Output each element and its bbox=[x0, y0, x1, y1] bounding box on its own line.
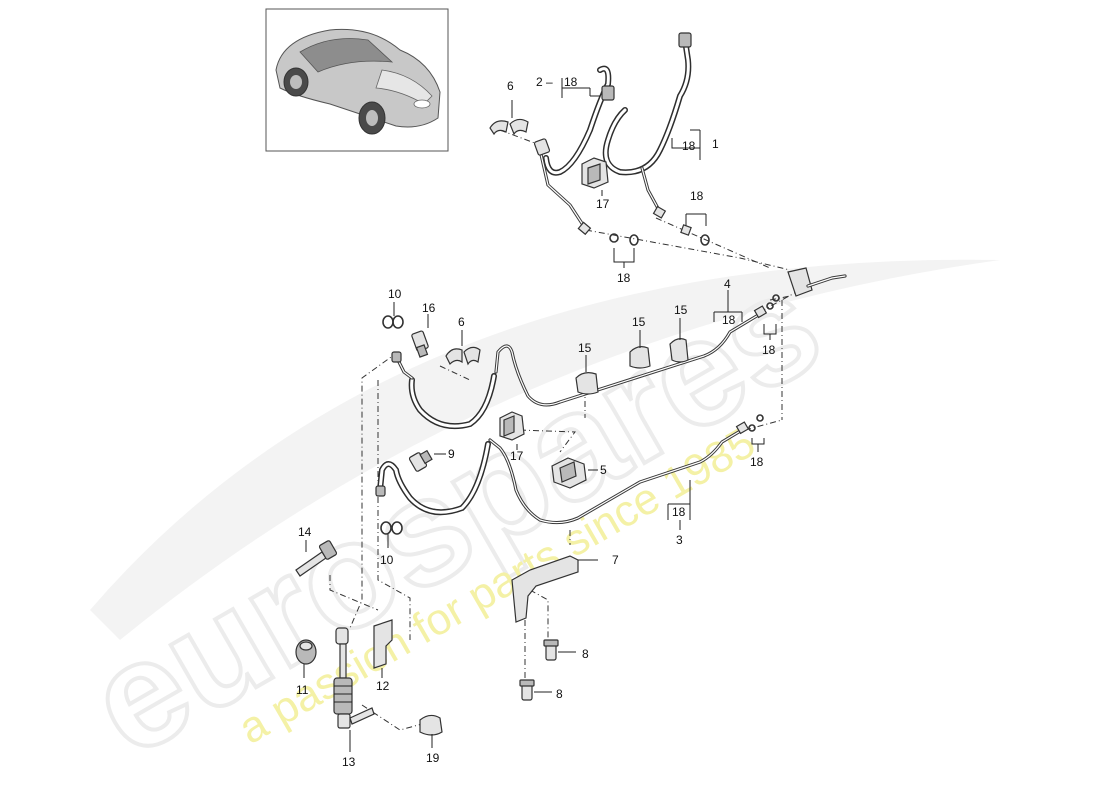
bushing-19 bbox=[419, 714, 443, 736]
sealing-rings-10 bbox=[380, 315, 404, 535]
callout-11: 11 bbox=[296, 683, 309, 697]
callout-15-b: 15 bbox=[632, 315, 646, 329]
callout-2-dash: – bbox=[546, 75, 553, 89]
hose-clip-6-top bbox=[489, 118, 529, 136]
bracket-7 bbox=[511, 555, 579, 623]
callout-15-a: 15 bbox=[578, 341, 592, 355]
callout-13: 13 bbox=[342, 755, 356, 769]
bushing-11 bbox=[295, 639, 317, 665]
brake-hose-assembly-1 bbox=[602, 32, 692, 219]
holder-5 bbox=[551, 457, 587, 489]
distributor-block bbox=[766, 267, 847, 310]
callout-18-right: 18 bbox=[762, 343, 776, 357]
callout-8-upper: 8 bbox=[582, 647, 589, 661]
callout-14: 14 bbox=[298, 525, 312, 539]
callout-6-mid: 6 bbox=[458, 315, 465, 329]
callout-18-ringsB: 18 bbox=[617, 271, 631, 285]
grommets-15 bbox=[575, 338, 689, 395]
callout-10-top: 10 bbox=[388, 287, 402, 301]
banjo-bolt-16 bbox=[411, 330, 429, 358]
callout-17-top: 17 bbox=[596, 197, 610, 211]
banjo-bolt-9 bbox=[408, 449, 433, 472]
bracket-17-top bbox=[581, 157, 609, 189]
bracket-17-mid bbox=[499, 411, 525, 441]
car-coupe-icon bbox=[275, 28, 441, 135]
callout-3: 3 bbox=[676, 533, 683, 547]
bracket-12 bbox=[373, 619, 393, 669]
hose-clip-6-mid bbox=[445, 346, 481, 366]
car-thumbnail bbox=[265, 8, 449, 152]
callout-7: 7 bbox=[612, 553, 619, 567]
leader-lines bbox=[303, 78, 777, 752]
bolts-8 bbox=[519, 639, 559, 701]
callout-18-p3: 18 bbox=[672, 505, 686, 519]
callout-2: 2 bbox=[536, 75, 543, 89]
callout-1: 1 bbox=[712, 137, 719, 151]
callout-19: 19 bbox=[426, 751, 440, 765]
sealing-rings-upper bbox=[609, 224, 710, 246]
callout-6-top: 6 bbox=[507, 79, 514, 93]
watermark-swoosh bbox=[90, 259, 1000, 640]
callout-18-top2: 18 bbox=[564, 75, 578, 89]
sealing-rings-right bbox=[748, 414, 764, 432]
callout-5: 5 bbox=[600, 463, 607, 477]
callout-8-lower: 8 bbox=[556, 687, 563, 701]
callout-18-top1: 18 bbox=[682, 139, 696, 153]
callout-16: 16 bbox=[422, 301, 436, 315]
brake-line-4 bbox=[391, 305, 768, 430]
callout-18-ringsA: 18 bbox=[690, 189, 704, 203]
callout-labels: 2 – 18 6 18 1 17 18 18 10 16 6 15 15 15 … bbox=[296, 75, 776, 769]
bolt-14 bbox=[295, 540, 338, 577]
callout-17-mid: 17 bbox=[510, 449, 524, 463]
brake-line-3 bbox=[375, 421, 750, 525]
callout-10-bottom: 10 bbox=[380, 553, 394, 567]
callout-18-lowright: 18 bbox=[750, 455, 764, 469]
callout-18-p4: 18 bbox=[722, 313, 736, 327]
callout-4: 4 bbox=[724, 277, 731, 291]
level-sensor-13 bbox=[333, 627, 375, 729]
callout-15-c: 15 bbox=[674, 303, 688, 317]
brake-hose-assembly-2 bbox=[533, 65, 615, 236]
callout-9: 9 bbox=[448, 447, 455, 461]
callout-12: 12 bbox=[376, 679, 390, 693]
